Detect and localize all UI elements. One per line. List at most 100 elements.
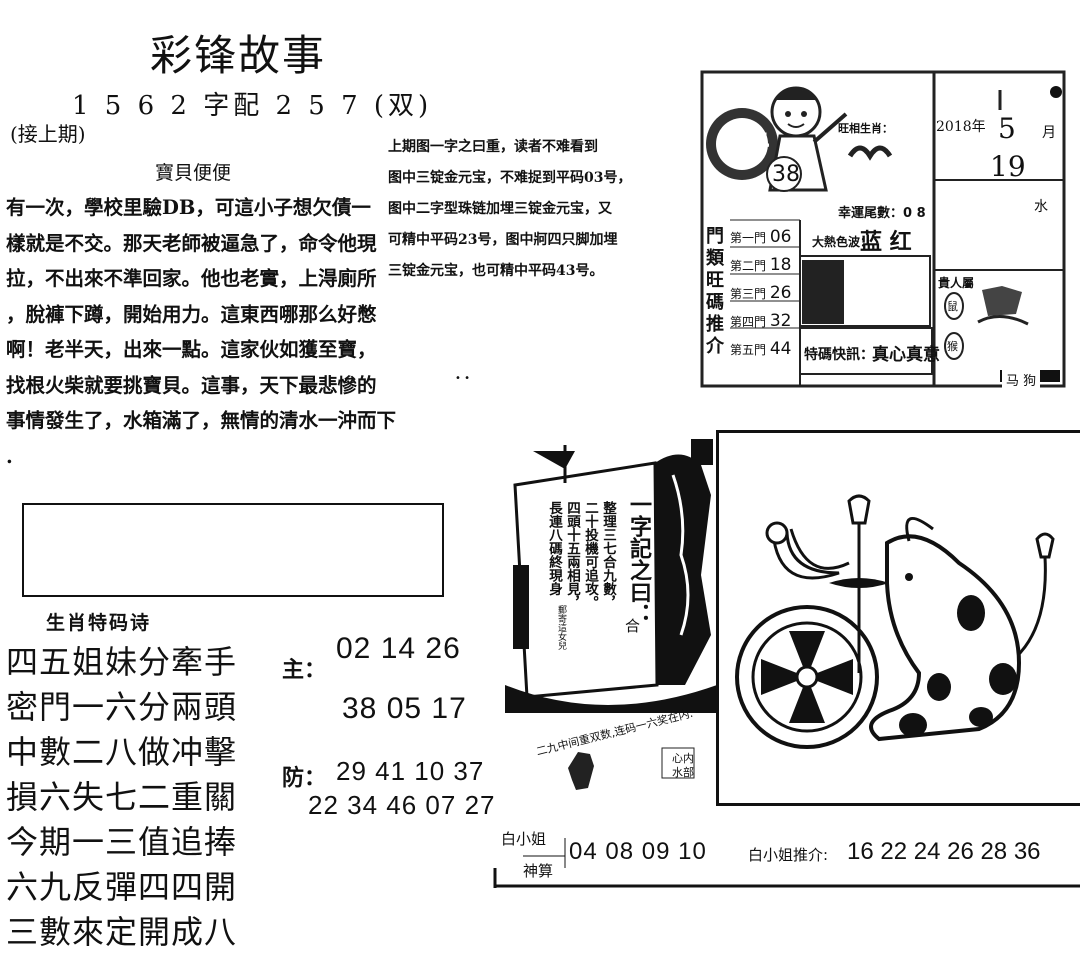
gate-value: 32 — [769, 311, 792, 331]
elephant-frame — [716, 430, 1080, 806]
gate-label: 第五門 — [730, 343, 767, 357]
ship-signature: 郵寄這女兒 — [556, 605, 566, 650]
panel-art — [700, 70, 1066, 388]
gate-row: 第五門 44 — [730, 336, 791, 364]
calendar-day: 19 — [990, 150, 1026, 183]
poem-line: 今期一三值追捧 — [6, 823, 238, 861]
monkey-label: 猴 — [947, 340, 958, 353]
poem-line: 中數二八做冲擊 — [6, 733, 238, 771]
ship-title-suffix: 合 — [625, 617, 641, 635]
calendar-water: 水 — [1034, 199, 1048, 215]
color-label: 大熱色波： — [812, 235, 873, 249]
poem-title: 生肖特码诗 — [46, 612, 152, 634]
story-line: 啊！老半天，出來一點。這家伙如獲至寶， — [6, 338, 377, 361]
animals-label: 马 狗 — [1002, 370, 1041, 389]
elephant-art — [735, 494, 1055, 749]
story-line: 事情發生了，水箱滿了，無情的清水一沖而下 — [6, 409, 397, 432]
poem-line: 密門一六分兩頭 — [6, 688, 238, 726]
gate-label: 第四門 — [730, 315, 767, 329]
calendar-year: 2018年 — [936, 119, 986, 135]
gate-list: 第一門 06 第二門 18 第三門 26 第四門 32 第五門 44 — [730, 224, 791, 364]
main-numbers-row2: 38 05 17 — [342, 692, 467, 725]
guard-label: 防： — [282, 766, 327, 791]
poem-line: 六九反彈四四開 — [6, 868, 238, 906]
empty-frame — [22, 503, 444, 597]
bottom-recommendation: 白小姐 神算 04 08 09 10 白小姐推介: 16 22 24 26 28… — [493, 820, 1080, 888]
bottom-label-bottom: 神算 — [523, 862, 554, 880]
newspaper-panel: 054 38 旺相生肖： 幸運尾數：0 8 大熱色波： 蓝 红 門 類 旺 碼 … — [700, 70, 1066, 389]
poem-line: 四五姐妹分牽手 — [6, 643, 238, 681]
poem-line: 損六失七二重關 — [6, 778, 238, 816]
quick-label: 特碼快訊： — [804, 347, 874, 363]
main-label: 主： — [282, 658, 327, 683]
gate-row: 第四門 32 — [730, 308, 791, 336]
motto-art — [568, 747, 695, 790]
bottom-rule — [493, 838, 1080, 888]
color-value: 蓝 红 — [860, 229, 912, 255]
previous-issue-text: 上期图一字之曰重，读者不难看到 图中三锭金元宝，不难捉到平码03号， 图中二字型… — [388, 132, 688, 287]
calendar-month-suffix: 月 — [1042, 125, 1056, 141]
verse-line: 四頭十五兩相見， — [564, 501, 580, 609]
poem-text: 四五姐妹分牽手 密門一六分兩頭 中數二八做冲擊 損六失七二重關 今期一三值追捧 … — [6, 640, 237, 955]
side-char: 介 — [706, 336, 724, 357]
gate-label: 第二門 — [730, 259, 767, 273]
gate-value: 44 — [769, 339, 792, 359]
continued-label: (接上期) — [10, 122, 86, 146]
badge-number: 054 — [720, 128, 771, 156]
previous-line: 图中三锭金元宝，不难捉到平码03号， — [388, 170, 632, 186]
side-char: 旺 — [706, 270, 724, 291]
dots-decoration: • • — [455, 373, 470, 384]
badge-line: 水部 — [672, 766, 694, 779]
side-badge: 心内 水部 — [672, 752, 694, 780]
gate-label: 第三門 — [730, 287, 767, 301]
side-char: 門 — [706, 226, 724, 247]
side-char: 推 — [706, 314, 724, 335]
story-line: 有一次，學校里驗DB，可這小子想欠債一 — [6, 196, 371, 219]
gate-side-label: 門 類 旺 碼 推 介 — [706, 226, 726, 358]
poem-line: 三數來定開成八 — [6, 913, 238, 951]
story-line: 樣就是不交。那天老師被逼急了，命令他現 — [6, 231, 377, 255]
motto-block: 二九中间重双数,连码一六奖在内. 心内 水部 — [532, 707, 712, 818]
main-numbers-row1: 02 14 26 — [336, 632, 461, 665]
gate-label: 第一門 — [730, 231, 767, 245]
ball-number: 38 — [772, 162, 800, 187]
gate-row: 第二門 18 — [730, 252, 791, 280]
side-char: 類 — [706, 248, 724, 269]
ship-title: 一字記之曰： — [626, 493, 652, 625]
story-line: 拉，不出來不準回家。他也老實，上淂廁所 — [6, 267, 377, 290]
gate-value: 06 — [769, 227, 792, 247]
verse-line: 二十投機可追攻。 — [582, 501, 598, 609]
previous-line: 图中二字型珠链加埋三锭金元宝，又 — [388, 201, 612, 217]
issue-number: 1 5 6 2 字配 2 5 7 (双) — [72, 91, 433, 121]
story-line: 找根火柴就要挑寶貝。這事，天下最悲慘的 — [6, 373, 377, 397]
story-title: 寶貝便便 — [155, 162, 232, 184]
ship-illustration: 一字記之曰： 合 整理三七合九數， 二十投機可追攻。 四頭十五兩相見， 長連八碼… — [505, 435, 717, 713]
zodiac-label: 旺相生肖： — [838, 122, 893, 135]
rat-label: 鼠 — [947, 300, 958, 313]
story-line: ，脫褲下蹲，開始用力。這東西哪那么好憋 — [6, 302, 377, 326]
calendar-month: 5 — [998, 112, 1016, 145]
guard-numbers-row1: 29 41 10 37 — [336, 756, 485, 786]
gate-row: 第三門 26 — [730, 280, 791, 308]
fortune-digits: 幸運尾數：0 8 — [838, 206, 926, 221]
story-text: 有一次，學校里驗DB，可這小子想欠債一 樣就是不交。那天老師被逼急了，命令他現 … — [6, 190, 397, 474]
badge-line: 心内 — [672, 752, 694, 765]
bottom-recommend-numbers: 16 22 24 26 28 36 — [847, 838, 1041, 865]
gate-value: 26 — [769, 283, 792, 303]
previous-line: 三锭金元宝，也可精中平码43号。 — [388, 263, 604, 279]
ship-verse: 整理三七合九數， 二十投機可追攻。 四頭十五兩相見， 長連八碼終現身 — [545, 501, 617, 671]
page-title: 彩锋故事 — [150, 31, 327, 80]
story-line: . — [6, 444, 13, 468]
verse-line: 整理三七合九數， — [600, 501, 616, 609]
gui-ren-label: 貴人屬 — [938, 276, 975, 290]
verse-line: 長連八碼終現身 — [546, 501, 562, 596]
bottom-recommend-label: 白小姐推介: — [748, 846, 829, 864]
quick-value: 真心真意 — [872, 345, 940, 365]
gate-row: 第一門 06 — [730, 224, 791, 252]
side-char: 碼 — [706, 292, 724, 313]
previous-line: 上期图一字之曰重，读者不难看到 — [388, 139, 598, 155]
previous-line: 可精中平码23号，图中牁四只脚加埋 — [388, 232, 618, 248]
guard-numbers-row2: 22 34 46 07 27 — [308, 790, 496, 820]
bottom-numbers: 04 08 09 10 — [569, 838, 707, 865]
bottom-label-top: 白小姐 — [501, 830, 547, 848]
